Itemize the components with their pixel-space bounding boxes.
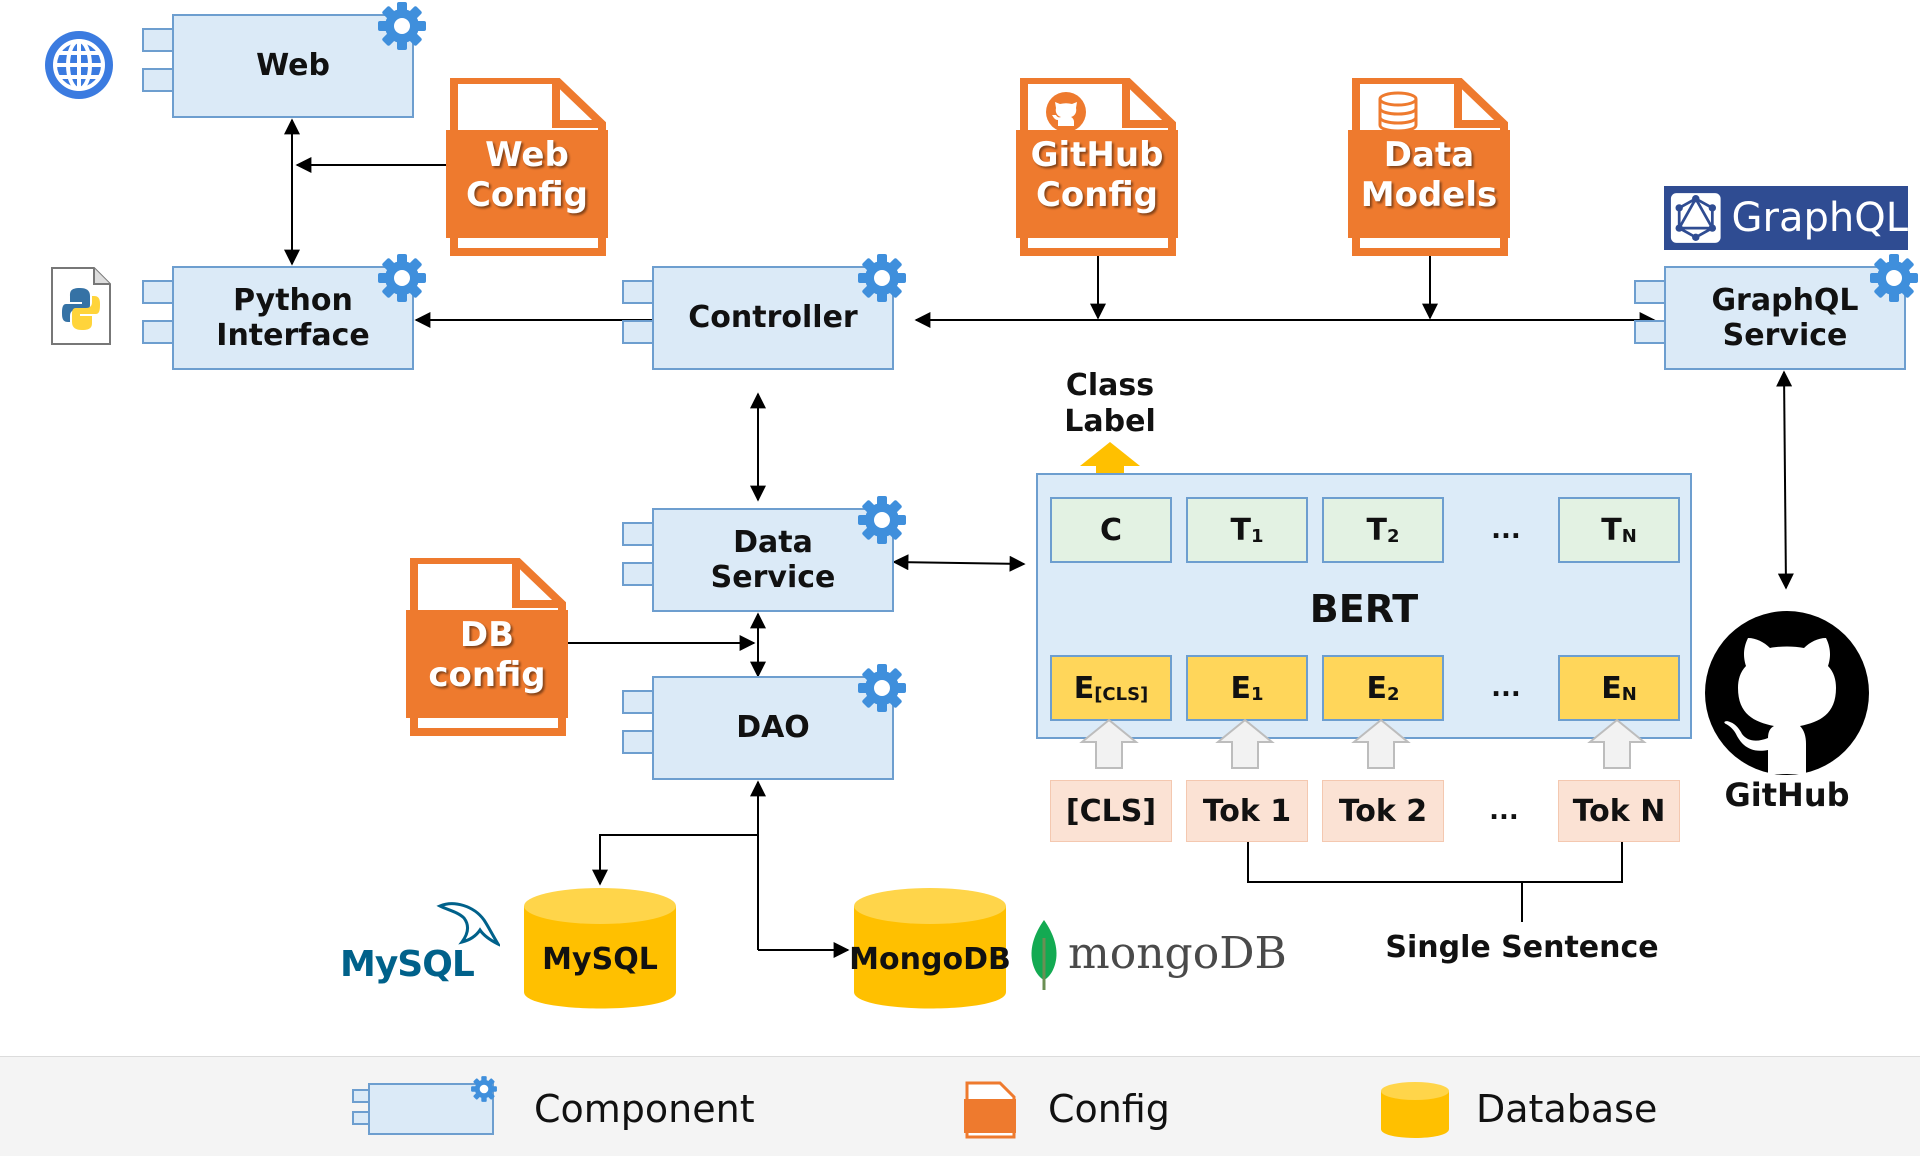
bert-label: BERT <box>1309 587 1419 631</box>
graphql-icon <box>1670 193 1721 243</box>
mysql-database[interactable]: MySQL <box>522 886 678 1012</box>
db-config[interactable]: DB config <box>406 558 568 736</box>
gear-icon <box>378 2 426 50</box>
data-models-label: Data Models <box>1360 134 1498 215</box>
gear-icon <box>378 254 426 302</box>
dolphin-icon <box>436 902 500 947</box>
up-arrow-icon <box>1080 442 1140 490</box>
legend-config-icon <box>964 1081 1016 1139</box>
mysql-logo: MySQL <box>340 900 500 990</box>
mongodb-logo-text: mongoDB <box>1068 928 1287 979</box>
legend-database-icon <box>1381 1082 1449 1138</box>
web-component[interactable]: Web <box>142 2 426 118</box>
token-n: Tok N <box>1558 780 1680 842</box>
token-2: Tok 2 <box>1322 780 1444 842</box>
graphql-logo: GraphQL <box>1664 186 1908 250</box>
leaf-icon <box>1031 920 1057 990</box>
github-icon <box>1046 92 1086 132</box>
token-arrows <box>1079 718 1647 769</box>
web-label: Web <box>172 14 414 118</box>
data-service-label: Data Service <box>652 508 894 612</box>
dao-component[interactable]: DAO <box>622 664 906 780</box>
python-interface-component[interactable]: Python Interface <box>142 254 426 370</box>
mysql-logo-text: MySQL <box>340 944 475 985</box>
gear-icon <box>471 1076 497 1102</box>
github-logo-text: GitHub <box>1724 776 1850 814</box>
mongodb-db-label: MongoDB <box>849 941 1011 977</box>
token-cls: [CLS] <box>1050 780 1172 842</box>
python-interface-label: Python Interface <box>172 266 414 370</box>
database-icon <box>1378 91 1418 133</box>
gear-icon <box>858 254 906 302</box>
controller-label: Controller <box>652 266 894 370</box>
gear-icon <box>858 664 906 712</box>
data-service-component[interactable]: Data Service <box>622 496 906 612</box>
graphql-service-component[interactable]: GraphQL Service <box>1634 254 1918 370</box>
controller-component[interactable]: Controller <box>622 254 906 370</box>
graphql-logo-text: GraphQL <box>1731 195 1908 241</box>
embedding-ellipsis: ... <box>1491 673 1521 703</box>
legend-config-label: Config <box>1048 1087 1170 1131</box>
single-sentence-label: Single Sentence <box>1385 930 1659 965</box>
output-ellipsis: ... <box>1491 515 1521 545</box>
token-1: Tok 1 <box>1186 780 1308 842</box>
github-config[interactable]: GitHub Config <box>1016 78 1178 256</box>
class-label: Class Label <box>1064 368 1156 439</box>
web-config-label: Web Config <box>465 134 589 215</box>
embedding-cls: E[CLS] <box>1050 655 1172 721</box>
dao-label: DAO <box>652 676 894 780</box>
data-models-config[interactable]: Data Models <box>1348 78 1510 256</box>
globe-icon <box>45 31 113 99</box>
gear-icon <box>858 496 906 544</box>
legend-component-label: Component <box>534 1087 755 1131</box>
gear-icon <box>1870 254 1918 302</box>
github-config-label: GitHub Config <box>1030 134 1164 215</box>
token-ellipsis: ... <box>1489 796 1519 826</box>
legend-database-label: Database <box>1476 1087 1658 1131</box>
legend: Component Config Database <box>0 1056 1920 1156</box>
web-config[interactable]: Web Config <box>446 78 608 256</box>
mysql-db-label: MySQL <box>542 941 658 977</box>
graphql-service-label: GraphQL Service <box>1664 266 1906 370</box>
github-logo-icon <box>1705 611 1869 775</box>
python-file-icon <box>51 267 111 345</box>
legend-component-icon <box>352 1076 497 1135</box>
mongodb-logo: mongoDB <box>1028 914 1288 994</box>
mongodb-database[interactable]: MongoDB <box>849 886 1011 1012</box>
output-c: C <box>1050 497 1172 563</box>
db-config-label: DB config <box>428 614 546 695</box>
